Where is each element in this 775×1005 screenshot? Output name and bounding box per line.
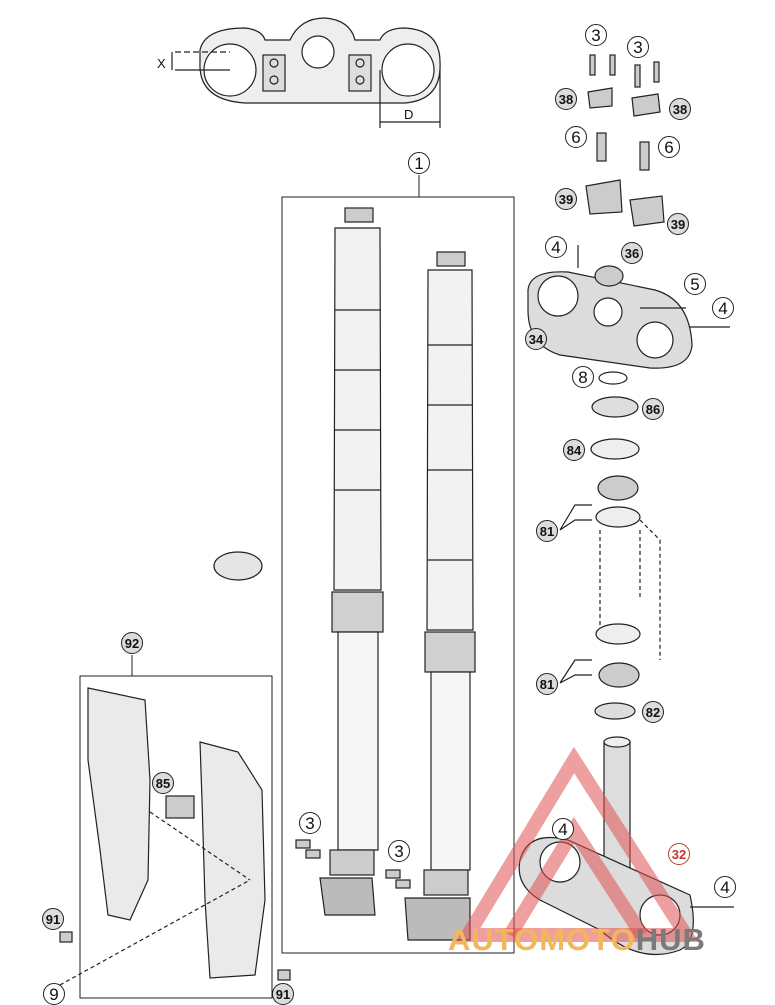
right-fork-guard: [199, 741, 266, 979]
callout-91: 91: [272, 983, 294, 1005]
callout-32: 32: [668, 843, 690, 865]
callout-9: 9: [43, 983, 65, 1005]
left-fork-guard: [87, 687, 151, 921]
callout-92: 92: [121, 632, 143, 654]
callout-81: 81: [536, 520, 558, 542]
callout-39: 39: [555, 188, 577, 210]
watermark-triangle: [455, 746, 699, 942]
callout-81: 81: [536, 673, 558, 695]
callout-6: 6: [658, 136, 680, 158]
callout-86: 86: [642, 398, 664, 420]
right-fork-leg: [404, 251, 476, 941]
dimension-d-label: D: [404, 107, 414, 122]
callout-5: 5: [684, 273, 706, 295]
loose-ring-part: [213, 551, 263, 581]
callout-8: 8: [572, 366, 594, 388]
callout-4: 4: [545, 236, 567, 258]
dimension-x-label: X: [157, 56, 166, 71]
callout-36: 36: [621, 242, 643, 264]
callout-82: 82: [642, 701, 664, 723]
callout-38: 38: [669, 98, 691, 120]
callout-3: 3: [388, 840, 410, 862]
fork-assembly-frame: [281, 196, 515, 954]
callout-85: 85: [152, 772, 174, 794]
clamp-bolts: [59, 839, 411, 981]
left-fork-leg: [319, 207, 384, 916]
upper-triple-clamp-outline: [171, 17, 441, 128]
fork-guard-frame: [79, 675, 273, 999]
callout-91: 91: [42, 908, 64, 930]
callout-4: 4: [552, 818, 574, 840]
callout-34: 34: [525, 328, 547, 350]
watermark-text: AUTOMOTOHUB: [448, 922, 706, 957]
callout-3: 3: [585, 24, 607, 46]
callout-3: 3: [299, 812, 321, 834]
steering-components: [518, 54, 734, 956]
callout-4: 4: [712, 297, 734, 319]
callout-4: 4: [714, 876, 736, 898]
callout-3: 3: [627, 36, 649, 58]
callout-39: 39: [667, 213, 689, 235]
callout-1: 1: [408, 152, 430, 174]
callout-38: 38: [555, 88, 577, 110]
callout-84: 84: [563, 439, 585, 461]
callout-6: 6: [565, 126, 587, 148]
